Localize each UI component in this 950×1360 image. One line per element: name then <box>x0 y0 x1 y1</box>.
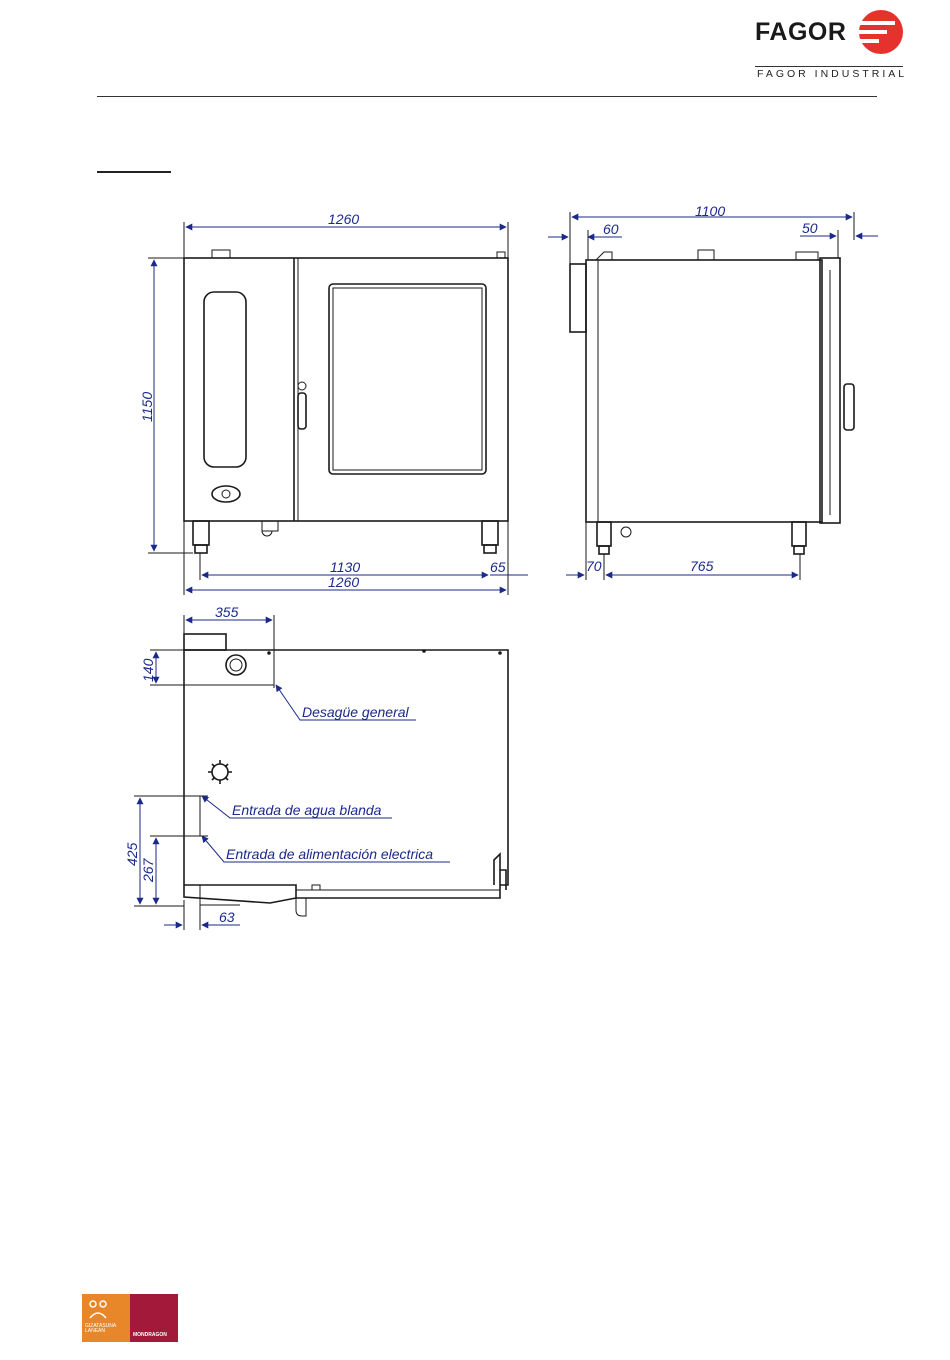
dim-front-width-top: 1260 <box>328 211 359 227</box>
bottom-view <box>134 615 508 930</box>
dim-bottom-edge-x: 63 <box>219 909 235 925</box>
dim-bottom-drain-x: 355 <box>215 604 239 620</box>
dim-side-front-offset: 50 <box>802 220 818 236</box>
dim-side-rear-offset: 60 <box>603 221 619 237</box>
dim-bottom-power-y: 267 <box>140 857 156 883</box>
dim-side-leg-span: 765 <box>690 558 714 574</box>
people-icon <box>88 1300 108 1320</box>
logo-left-text: GIZATASUNA LANEAN <box>85 1324 130 1334</box>
label-water-inlet: Entrada de agua blanda <box>232 802 382 818</box>
dim-bottom-drain-y: 140 <box>140 658 156 682</box>
label-drain: Desagüe general <box>302 704 410 720</box>
dim-bottom-water-y: 425 <box>124 842 140 866</box>
logo-orange-block: GIZATASUNA LANEAN <box>82 1294 130 1342</box>
dim-side-depth: 1100 <box>695 203 725 219</box>
mondragon-logo: GIZATASUNA LANEAN MONDRAGON <box>82 1294 178 1342</box>
front-view <box>148 222 528 595</box>
dim-front-leg-offset: 65 <box>490 559 506 575</box>
dim-front-width-bottom: 1260 <box>328 574 359 590</box>
dim-front-leg-span: 1130 <box>330 559 360 575</box>
dim-side-rear-leg: 70 <box>586 558 602 574</box>
dim-front-height: 1150 <box>139 392 155 422</box>
logo-right-text: MONDRAGON <box>133 1332 167 1338</box>
label-power-inlet: Entrada de alimentación electrica <box>226 846 433 862</box>
side-view <box>548 212 878 580</box>
